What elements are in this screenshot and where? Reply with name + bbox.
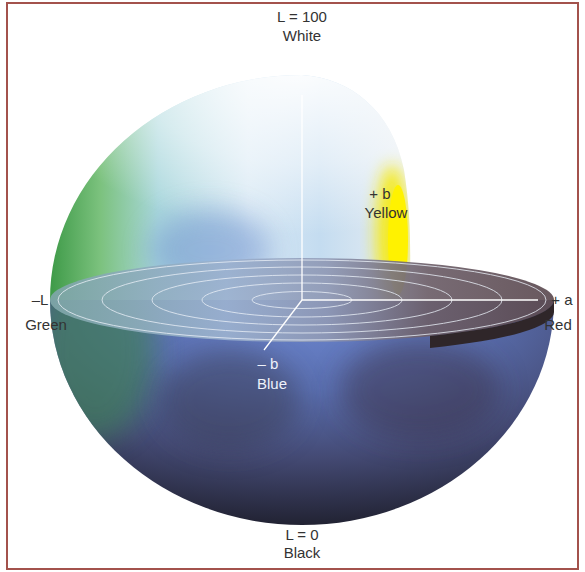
disc-edge (430, 300, 554, 348)
axis-value: + b (369, 185, 390, 203)
color-name: White (283, 27, 321, 45)
axis-value: –L (32, 291, 49, 309)
axis-lines (264, 95, 538, 350)
axis-value: L = 100 (277, 8, 327, 26)
color-name: Green (25, 316, 67, 334)
axis-value: – b (258, 355, 279, 373)
axis-value: + a (551, 291, 572, 309)
axis-value: L = 0 (285, 526, 318, 544)
color-name: Yellow (365, 204, 408, 222)
color-name: Black (284, 544, 321, 562)
color-name: Red (544, 316, 572, 334)
color-name: Blue (257, 375, 287, 393)
frame-border (7, 3, 578, 569)
